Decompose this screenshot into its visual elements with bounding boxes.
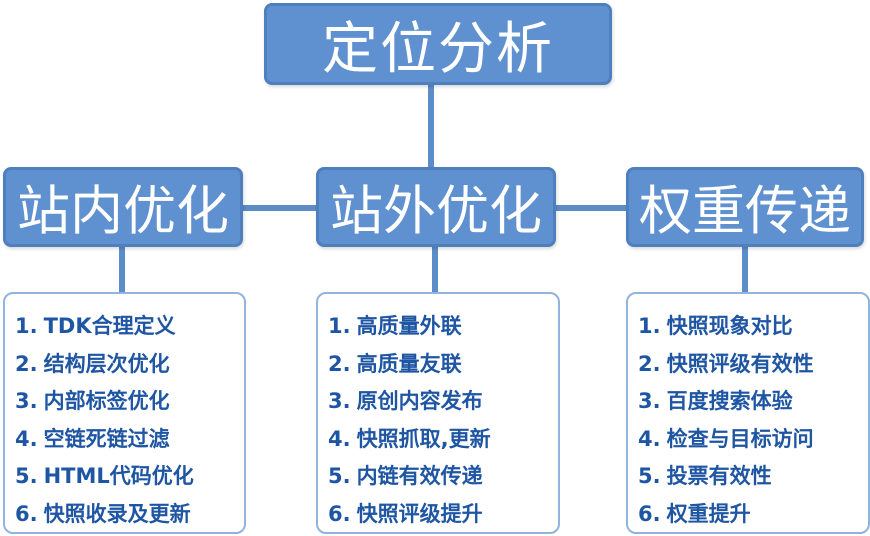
list-item-text: 原创内容发布 bbox=[356, 389, 483, 413]
list-box-weight: 1.快照现象对比 2.快照评级有效性 3.百度搜索体验 4.检查与目标访问 5.… bbox=[626, 292, 870, 534]
list-item: 5.HTML代码优化 bbox=[15, 458, 244, 496]
list-item-number: 5. bbox=[638, 464, 661, 488]
list-item-text: 空链死链过滤 bbox=[43, 426, 170, 451]
list-item-text: 高质量外联 bbox=[356, 314, 462, 338]
list-item-number: 4. bbox=[15, 426, 38, 451]
connector-mid-list bbox=[432, 247, 438, 292]
list-item: 3.百度搜索体验 bbox=[638, 383, 868, 421]
list-item-text: 投票有效性 bbox=[666, 464, 772, 488]
list-item: 2.快照评级有效性 bbox=[638, 346, 868, 384]
list-item-number: 6. bbox=[15, 501, 38, 526]
list-box-offsite: 1.高质量外联 2.高质量友联 3.原创内容发布 4.快照抓取,更新 5.内链有… bbox=[316, 292, 560, 534]
list-item-number: 5. bbox=[328, 464, 351, 488]
branch-node-offsite: 站外优化 bbox=[316, 167, 556, 247]
branch-node-weight: 权重传递 bbox=[626, 167, 864, 247]
list-item-text: 快照现象对比 bbox=[666, 314, 793, 338]
branch-node-label: 站内优化 bbox=[17, 181, 229, 242]
list-item-text: 高质量友联 bbox=[356, 351, 462, 376]
list-item-text: 快照评级提升 bbox=[356, 501, 483, 526]
list-item: 3.原创内容发布 bbox=[328, 383, 558, 421]
list-item-text: HTML代码优化 bbox=[43, 464, 194, 488]
list-item-number: 1. bbox=[328, 314, 351, 338]
list-item: 5.投票有效性 bbox=[638, 458, 868, 496]
branch-node-onsite: 站内优化 bbox=[3, 167, 243, 247]
list-item-number: 4. bbox=[328, 426, 351, 451]
list-item: 3.内部标签优化 bbox=[15, 383, 244, 421]
list-item-number: 2. bbox=[638, 351, 661, 376]
list-item-text: 内部标签优化 bbox=[43, 389, 170, 413]
connector-root-down bbox=[428, 85, 434, 167]
connector-right-list bbox=[742, 247, 748, 292]
list-item-text: 快照收录及更新 bbox=[43, 501, 191, 526]
list-item-number: 4. bbox=[638, 426, 661, 451]
list-item: 4.快照抓取,更新 bbox=[328, 421, 558, 459]
list-item-number: 3. bbox=[15, 389, 38, 413]
branch-node-label: 权重传递 bbox=[639, 181, 851, 242]
list-box-onsite: 1.TDK合理定义 2.结构层次优化 3.内部标签优化 4.空链死链过滤 5.H… bbox=[3, 292, 246, 534]
list-item-text: 权重提升 bbox=[666, 501, 751, 526]
list-item: 1.高质量外联 bbox=[328, 308, 558, 346]
list-item-number: 2. bbox=[15, 351, 38, 376]
list-item: 4.空链死链过滤 bbox=[15, 421, 244, 459]
list-item-text: TDK合理定义 bbox=[43, 314, 176, 338]
root-node-label: 定位分析 bbox=[322, 16, 554, 82]
list-item: 2.高质量友联 bbox=[328, 346, 558, 384]
list-item: 1.快照现象对比 bbox=[638, 308, 868, 346]
list-item-text: 快照评级有效性 bbox=[666, 351, 814, 376]
root-node: 定位分析 bbox=[264, 3, 612, 85]
list-item-text: 内链有效传递 bbox=[356, 464, 483, 488]
list-item-text: 快照抓取,更新 bbox=[356, 426, 491, 451]
list-item-number: 5. bbox=[15, 464, 38, 488]
list-item-number: 3. bbox=[638, 389, 661, 413]
list-item-number: 6. bbox=[328, 501, 351, 526]
list-item-text: 百度搜索体验 bbox=[666, 389, 793, 413]
list-item: 1.TDK合理定义 bbox=[15, 308, 244, 346]
list-item: 6.快照收录及更新 bbox=[15, 496, 244, 534]
list-item-number: 1. bbox=[15, 314, 38, 338]
list-item-text: 结构层次优化 bbox=[43, 351, 170, 376]
list-item-number: 6. bbox=[638, 501, 661, 526]
connector-left-mid bbox=[243, 205, 316, 211]
branch-node-label: 站外优化 bbox=[330, 181, 542, 242]
list-item-number: 1. bbox=[638, 314, 661, 338]
list-item-text: 检查与目标访问 bbox=[666, 426, 814, 451]
list-item: 6.快照评级提升 bbox=[328, 496, 558, 534]
list-item: 2.结构层次优化 bbox=[15, 346, 244, 384]
connector-mid-right bbox=[556, 205, 626, 211]
connector-left-list bbox=[119, 247, 125, 292]
list-item: 4.检查与目标访问 bbox=[638, 421, 868, 459]
list-item-number: 2. bbox=[328, 351, 351, 376]
list-item: 6.权重提升 bbox=[638, 496, 868, 534]
list-item-number: 3. bbox=[328, 389, 351, 413]
list-item: 5.内链有效传递 bbox=[328, 458, 558, 496]
